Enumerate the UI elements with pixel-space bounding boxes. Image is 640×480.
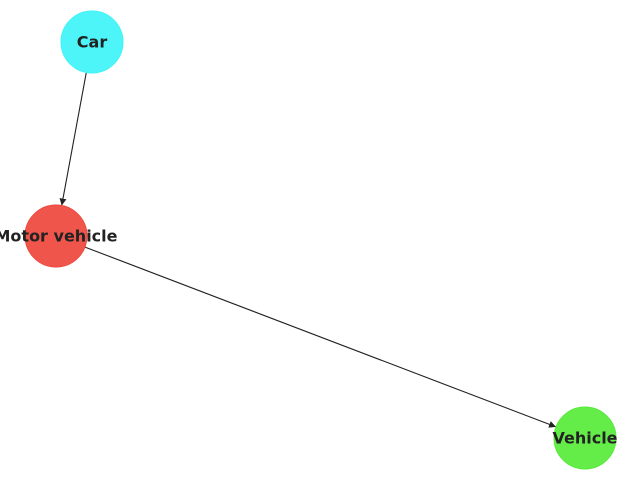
node-car-label: Car (77, 33, 108, 52)
node-motor-vehicle-circle (24, 204, 88, 268)
node-motor-vehicle-label: Motor vehicle (0, 227, 118, 246)
edge-motor-vehicle-to-vehicle (84, 246, 557, 428)
edges-layer (59, 72, 557, 428)
node-vehicle-label: Vehicle (552, 429, 617, 448)
nodes-layer: Car Motor vehicle Vehicle (0, 10, 618, 470)
node-car: Car (60, 10, 124, 74)
node-vehicle-circle (553, 406, 617, 470)
node-vehicle: Vehicle (552, 406, 618, 470)
edge-car-to-motor-vehicle (59, 72, 87, 206)
node-motor-vehicle: Motor vehicle (0, 204, 118, 268)
node-car-circle (60, 10, 124, 74)
